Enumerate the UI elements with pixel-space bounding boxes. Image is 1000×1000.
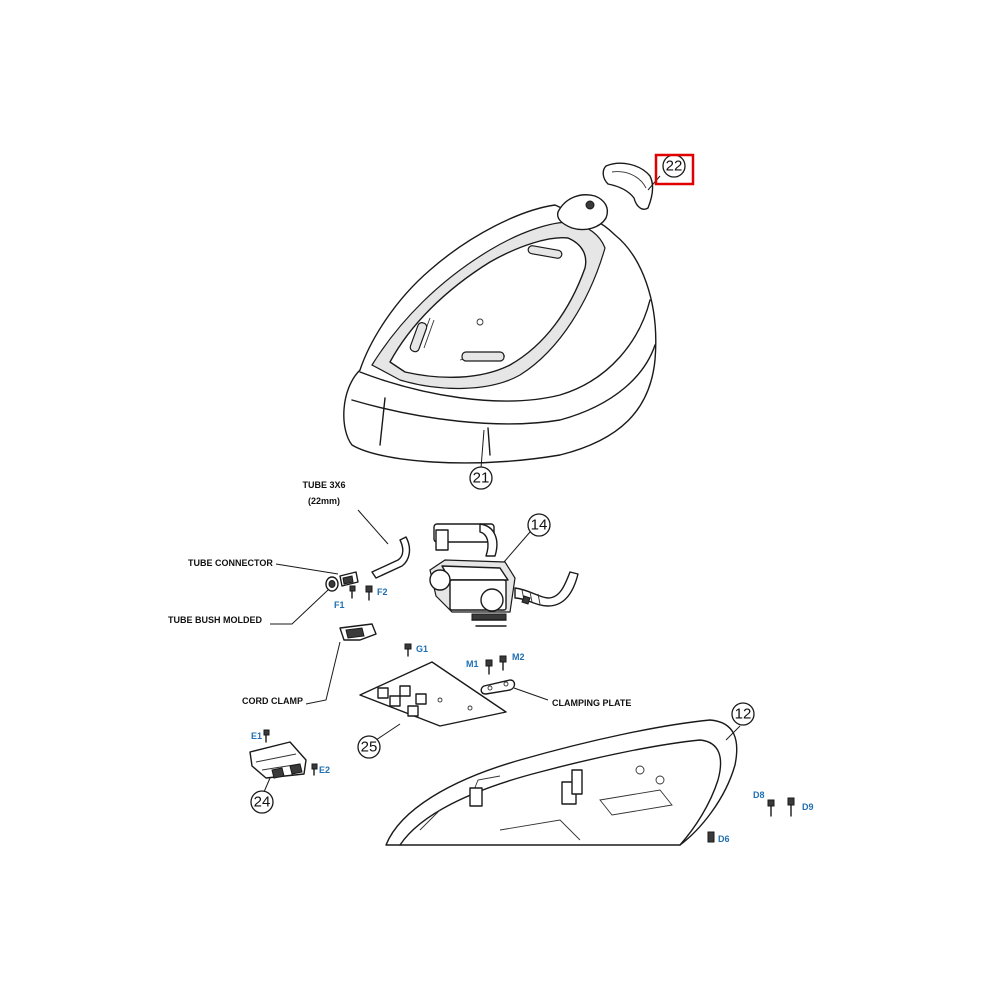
callout-22-text: 22 xyxy=(666,158,683,175)
part-21-housing xyxy=(343,194,657,464)
clamping-plate xyxy=(480,679,516,695)
screw-f1 xyxy=(349,585,356,599)
code-g1: G1 xyxy=(416,644,428,654)
tube-connector xyxy=(339,571,359,587)
code-m2: M2 xyxy=(512,652,525,662)
screw-g1 xyxy=(404,643,412,657)
label-tube-connector: TUBE CONNECTOR xyxy=(188,558,273,568)
callout-12: 12 xyxy=(731,702,755,726)
part-25-pcb xyxy=(359,661,507,727)
label-tube-line2: (22mm) xyxy=(308,496,340,506)
code-e2: E2 xyxy=(319,765,330,775)
part-22-cover xyxy=(602,162,654,210)
callout-14-text: 14 xyxy=(531,517,548,534)
code-d9: D9 xyxy=(802,802,814,812)
cord-clamp xyxy=(339,623,377,641)
code-m1: M1 xyxy=(466,659,479,669)
callout-24-text: 24 xyxy=(254,794,271,811)
label-tube-bush: TUBE BUSH MOLDED xyxy=(168,615,262,625)
part-12-base xyxy=(385,719,738,846)
code-f1: F1 xyxy=(334,600,345,610)
code-f2: F2 xyxy=(377,587,388,597)
screw-d8 xyxy=(767,799,775,817)
label-clamping-plate: CLAMPING PLATE xyxy=(552,698,631,708)
tube-bush xyxy=(325,576,339,592)
code-e1: E1 xyxy=(251,731,262,741)
screw-f2 xyxy=(365,585,373,601)
leader-lines xyxy=(263,175,741,793)
callout-22-highlight-box xyxy=(654,153,695,186)
callout-24: 24 xyxy=(250,790,274,814)
part-24-switch-block xyxy=(249,741,307,779)
label-cord-clamp: CORD CLAMP xyxy=(242,696,303,706)
screw-d9 xyxy=(787,797,795,817)
part-14-pump xyxy=(429,523,579,627)
callout-25: 25 xyxy=(357,735,381,759)
tube-3x6 xyxy=(371,536,411,579)
callout-12-text: 12 xyxy=(735,706,752,723)
label-tube-line1: TUBE 3X6 xyxy=(302,480,345,490)
callout-21-text: 21 xyxy=(473,470,490,487)
screw-m2 xyxy=(499,655,507,671)
code-d8: D8 xyxy=(753,790,765,800)
callout-22: 22 xyxy=(654,153,695,186)
callout-21: 21 xyxy=(469,466,493,490)
screw-m1 xyxy=(485,659,493,675)
screw-e2 xyxy=(311,763,318,776)
screw-d6 xyxy=(707,831,715,843)
callout-25-text: 25 xyxy=(361,739,378,756)
code-d6: D6 xyxy=(718,834,730,844)
screw-e1 xyxy=(263,729,270,743)
callout-14: 14 xyxy=(527,513,551,537)
